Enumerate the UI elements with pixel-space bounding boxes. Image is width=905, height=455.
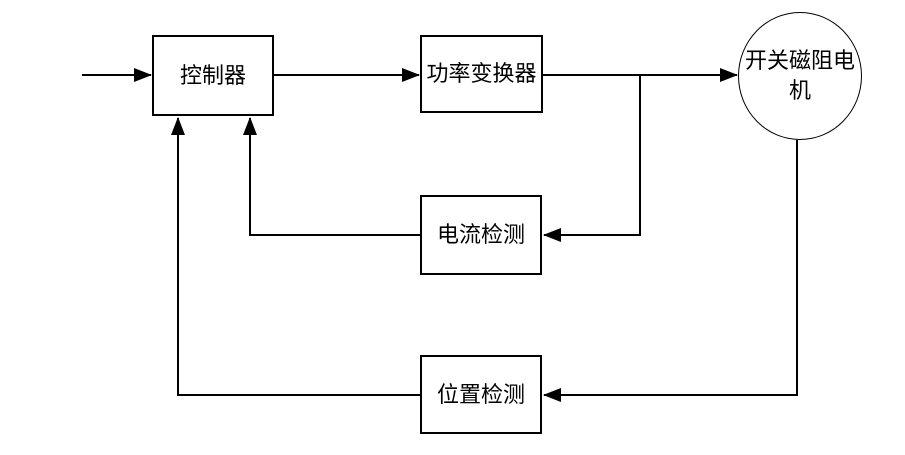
node-controller: 控制器 (152, 35, 274, 116)
node-position-detection-label: 位置检测 (436, 381, 525, 407)
node-motor: 开关磁阻电机 (738, 12, 862, 140)
connector-motor-to-position-detection (543, 140, 798, 402)
node-motor-label: 开关磁阻电机 (744, 48, 855, 103)
node-power-converter: 功率变换器 (420, 35, 543, 113)
node-current-detection-label: 电流检测 (436, 222, 525, 248)
connector-position-detection-to-controller (171, 117, 420, 396)
node-controller-label: 控制器 (179, 62, 246, 88)
connector-branch-to-current-detection (543, 75, 641, 242)
node-power-converter-label: 功率变换器 (426, 61, 537, 87)
node-position-detection: 位置检测 (420, 355, 542, 434)
connector-current-detection-to-controller (243, 117, 420, 236)
node-current-detection: 电流检测 (420, 195, 542, 275)
